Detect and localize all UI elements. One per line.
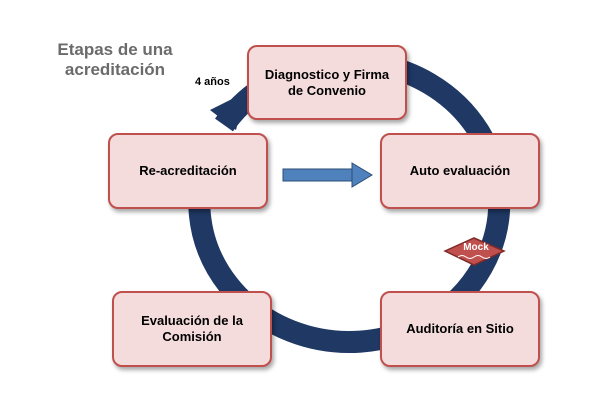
diagram-title: Etapas de una acreditación [57, 40, 173, 79]
mock-label: Mock [463, 242, 489, 253]
inner-arrow [282, 162, 373, 188]
mock-badge-wave [457, 255, 491, 259]
stage-auto-evaluacion: Auto evaluación [380, 133, 540, 209]
cycle-arrowhead [210, 92, 246, 130]
mock-badge [443, 237, 506, 266]
stage-auditoria: Auditoría en Sitio [380, 291, 540, 367]
stage-diagnostico: Diagnostico y Firma de Convenio [247, 45, 407, 120]
stage-reacreditacion: Re-acreditación [108, 133, 268, 209]
cycle-duration-label: 4 años [195, 76, 230, 88]
stage-evaluacion-comision: Evaluación de la Comisión [112, 291, 272, 367]
